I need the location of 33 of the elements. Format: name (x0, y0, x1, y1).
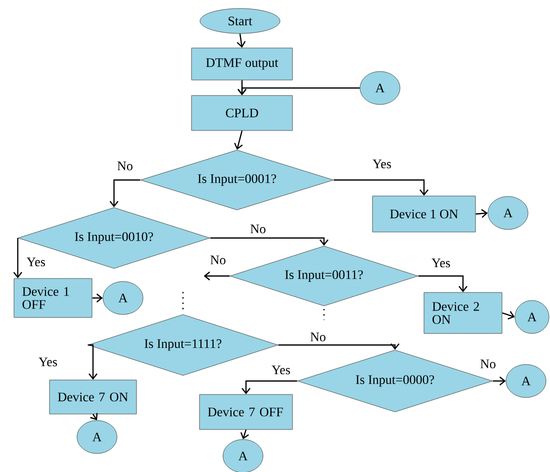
arrow (334, 179, 428, 196)
arrow (204, 272, 230, 280)
arrow (418, 275, 468, 292)
arrow (476, 209, 488, 218)
edge-label: Yes (372, 158, 392, 170)
edge-label: Yes (26, 256, 46, 268)
arrow (13, 238, 22, 278)
edge-label: Yes (430, 258, 452, 268)
arrow (234, 130, 243, 150)
edge-label: No (309, 332, 327, 342)
arrow (240, 430, 249, 440)
arrow (88, 344, 98, 380)
edge-label: No (209, 254, 227, 266)
process-box: Device 2 ON (424, 292, 502, 334)
arrow (238, 87, 360, 96)
arrow (502, 311, 515, 320)
process-box: CPLD (191, 95, 293, 131)
arrow (236, 34, 246, 48)
process-box: DTMF output (191, 48, 293, 80)
arrow (210, 237, 328, 246)
arrow (110, 179, 140, 208)
process-box: Device 7 OFF (199, 394, 293, 430)
process-box: Device 1 OFF (14, 278, 92, 318)
edge-label: No (116, 160, 134, 172)
arrow (242, 380, 298, 394)
arrow (90, 413, 98, 420)
process-box: Device 7 ON (49, 380, 137, 414)
process-box: Device 1 ON (372, 196, 476, 232)
arrow (492, 376, 506, 386)
edge-label: No (249, 224, 267, 234)
arrow (278, 343, 400, 350)
arrow (92, 294, 103, 302)
edge-label: Yes (38, 356, 58, 368)
